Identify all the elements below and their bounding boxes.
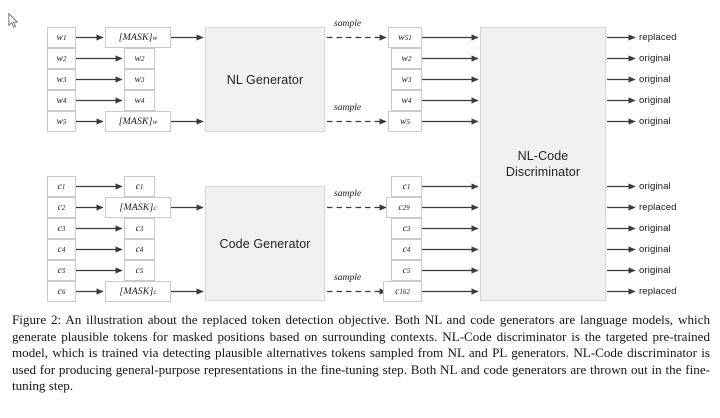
sample-label: sample bbox=[334, 102, 362, 113]
nl-generator-box: NL Generator bbox=[205, 27, 325, 132]
nl-output-label: original bbox=[639, 74, 671, 85]
sample-label: sample bbox=[334, 272, 362, 283]
code-output-label: original bbox=[639, 223, 671, 234]
nl-masked-token: [MASK]w bbox=[105, 27, 171, 48]
sample-label: sample bbox=[334, 18, 362, 29]
code-masked-token: [MASK]c bbox=[105, 197, 171, 218]
nl-output-label: original bbox=[639, 53, 671, 64]
nl-output-label: original bbox=[639, 116, 671, 127]
nl-output-label: replaced bbox=[639, 32, 677, 43]
mouse-pointer-icon bbox=[8, 13, 19, 28]
code-masked-token: [MASK]c bbox=[105, 281, 171, 302]
nl-input-token: w1w1 bbox=[47, 27, 76, 48]
sample-label: sample bbox=[334, 188, 362, 199]
nl-generator-label: NL Generator bbox=[226, 72, 304, 87]
code-output-label: original bbox=[639, 244, 671, 255]
figure-illustration: w1w1 w2 w3 w4 w5 [MASK]w w2 w3 w4 [MASK]… bbox=[8, 13, 677, 302]
code-output-label: replaced bbox=[639, 286, 677, 297]
code-output-label: replaced bbox=[639, 202, 677, 213]
nl-code-discriminator-box: NL-Code Discriminator bbox=[480, 27, 606, 301]
code-output-label: original bbox=[639, 181, 671, 192]
code-output-label: original bbox=[639, 265, 671, 276]
nl-masked-token: [MASK]w bbox=[105, 111, 171, 132]
code-generator-label: Code Generator bbox=[219, 236, 311, 251]
discriminator-label-line2: Discriminator bbox=[505, 165, 581, 179]
nl-output-label: original bbox=[639, 95, 671, 106]
figure-caption: Figure 2: An illustration about the repl… bbox=[12, 312, 710, 394]
discriminator-label-line1: NL-Code bbox=[517, 149, 569, 163]
code-generator-box: Code Generator bbox=[205, 186, 325, 301]
